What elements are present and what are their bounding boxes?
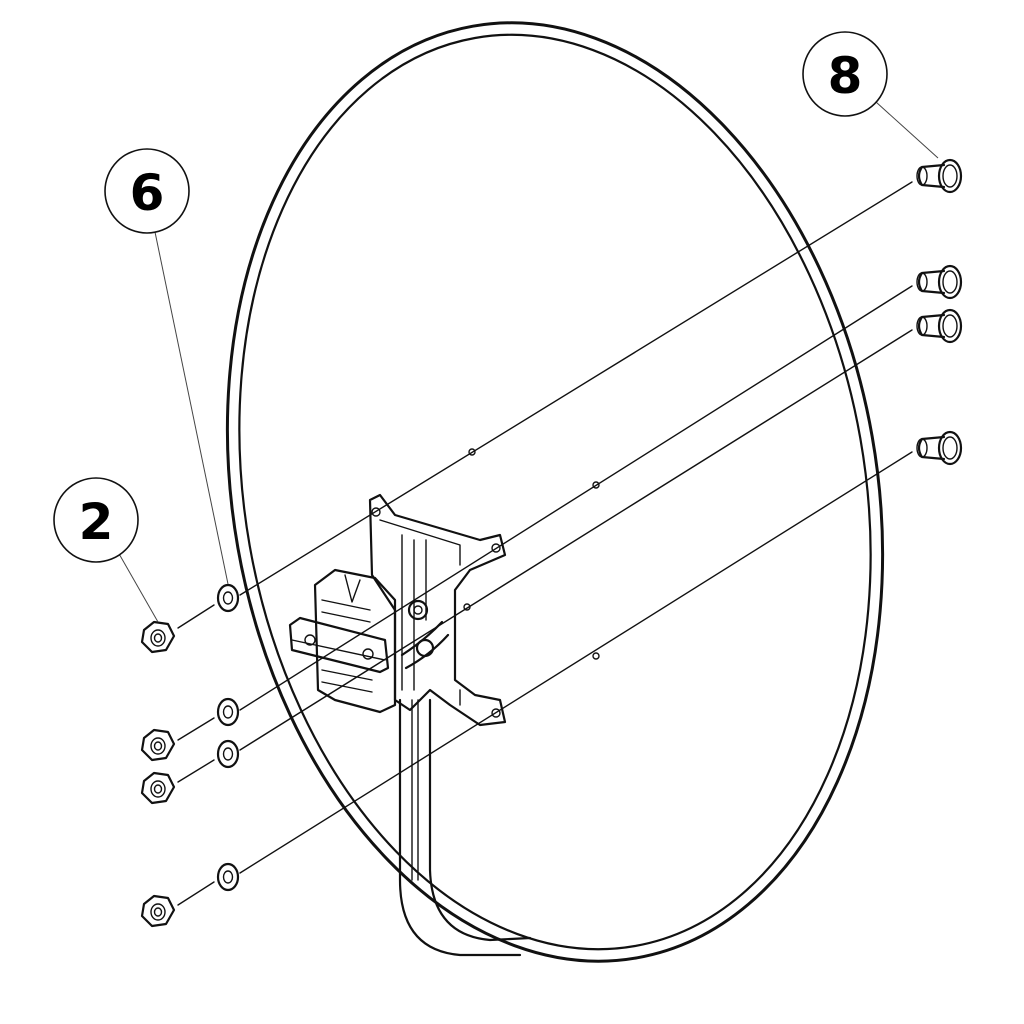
callout-2: 2 — [53, 477, 139, 563]
leader-6 — [154, 231, 229, 585]
bracket-hole-top-left — [371, 507, 381, 517]
dish-rim-outer — [225, 21, 885, 963]
hex-nut — [140, 728, 176, 762]
callout-label: 8 — [828, 47, 863, 105]
hex-nut — [140, 894, 176, 928]
callout-label: 6 — [130, 164, 165, 222]
dish-rim-inner — [238, 33, 872, 951]
support-arm — [398, 698, 532, 957]
bolt — [916, 430, 963, 466]
leader-2 — [117, 551, 159, 623]
mounting-bracket — [368, 493, 507, 727]
pole-clamp — [288, 568, 397, 714]
assembly-line-4 — [239, 451, 913, 874]
callout-circle — [104, 148, 190, 234]
assembly-line-3 — [239, 329, 913, 751]
assembly-lines — [177, 181, 913, 906]
assembly-line-1 — [239, 181, 913, 596]
callout-6: 6 — [104, 148, 190, 234]
hex-nut — [140, 620, 176, 654]
assembly-line-2 — [239, 285, 913, 711]
washer — [216, 862, 240, 892]
bolt — [916, 158, 963, 194]
leader-8 — [875, 101, 939, 159]
washer — [216, 697, 240, 727]
nut-set — [140, 620, 176, 928]
bracket-hole-top-right — [491, 543, 501, 553]
callout-leaders — [117, 101, 939, 623]
bracket-pivot-bolt — [407, 599, 429, 621]
bolt — [916, 264, 963, 300]
washer-set — [216, 583, 240, 892]
bracket-hole-bottom-right — [491, 708, 501, 718]
washer — [216, 583, 240, 613]
callout-8: 8 — [802, 31, 888, 117]
bracket-slot-bolt — [415, 638, 435, 658]
washer — [216, 739, 240, 769]
bolt — [916, 308, 963, 344]
callout-circle — [802, 31, 888, 117]
hex-nut — [140, 771, 176, 805]
bolt-set — [916, 158, 963, 466]
callout-circle — [53, 477, 139, 563]
callout-label: 2 — [79, 493, 114, 551]
dish-reflector — [225, 21, 885, 963]
